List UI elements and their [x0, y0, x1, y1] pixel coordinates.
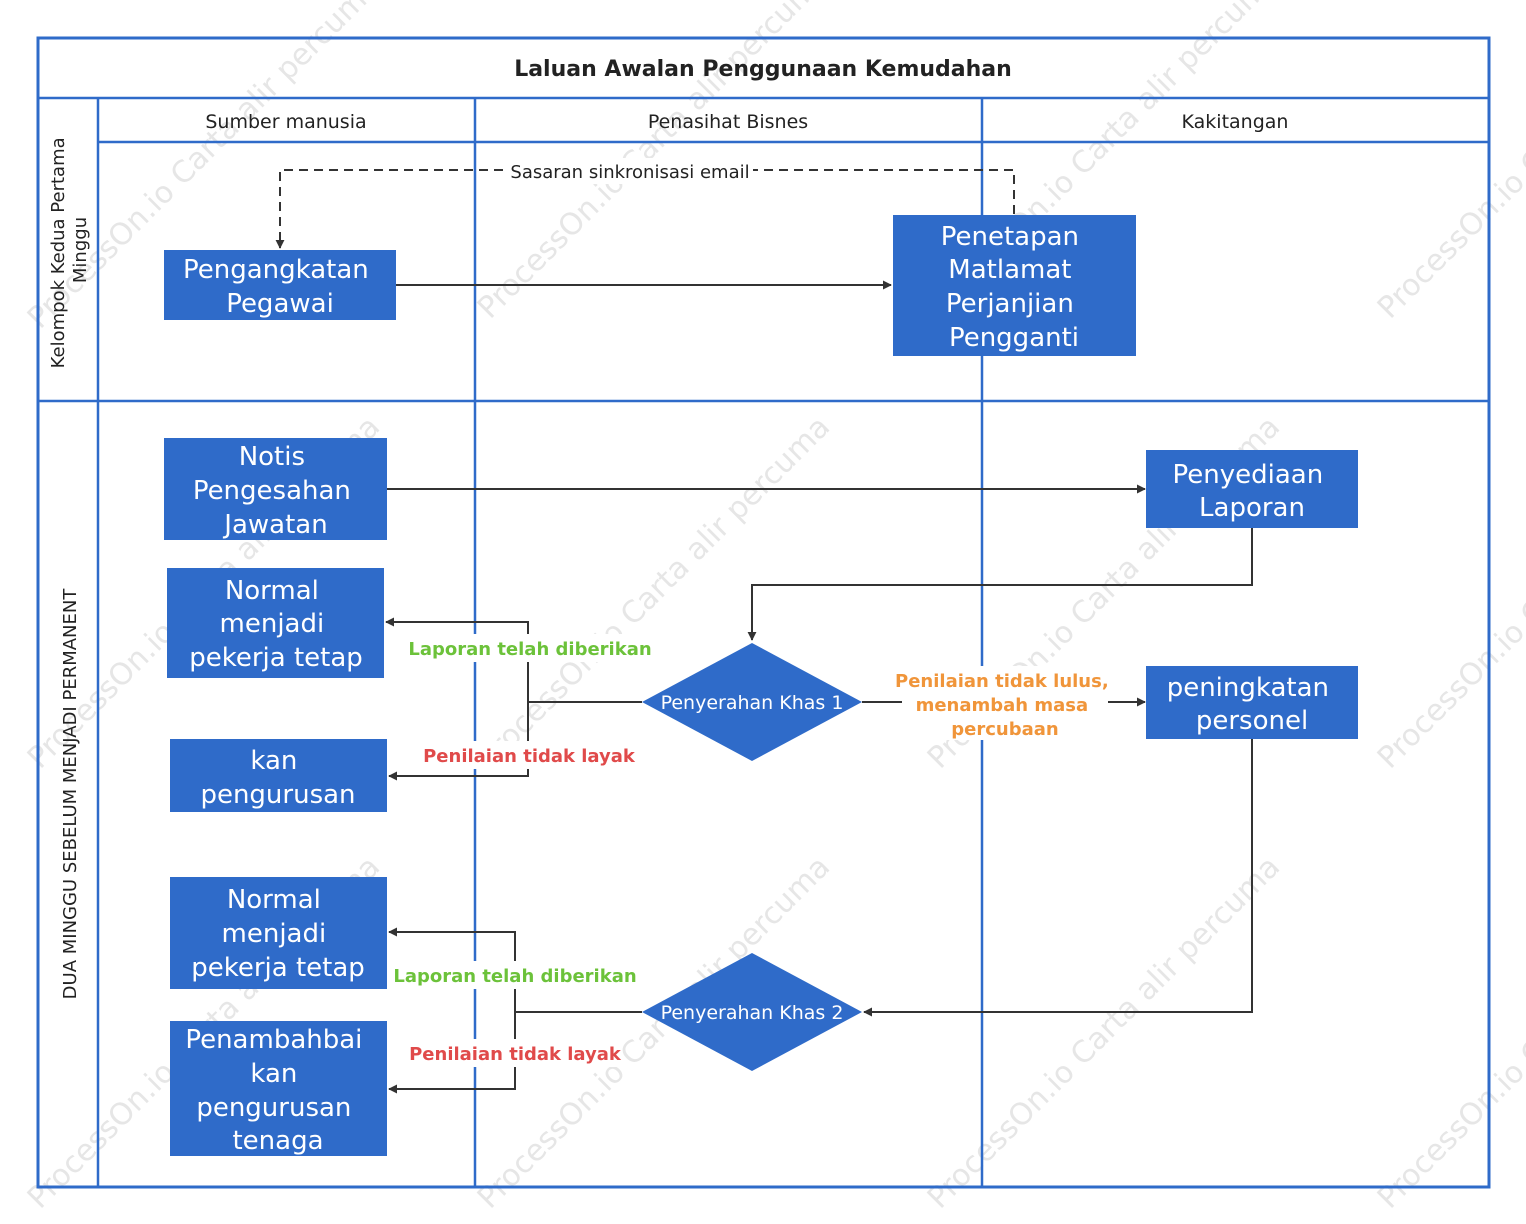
node-label: Normal menjadi pekerja tetap [191, 885, 365, 983]
row-header-week-1: Kelompok Kedua Pertama Minggu [48, 132, 91, 369]
node-label-line: kan [250, 1059, 297, 1089]
node-shape [893, 215, 1136, 356]
node-label: peningkatan personel [1167, 673, 1338, 736]
node-label-line: personel [1196, 706, 1308, 736]
edge-peningkatan-to-khas2 [863, 739, 1253, 1017]
node-label-line: Penetapan [941, 222, 1079, 252]
edge-label-line: Penilaian tidak lulus, [895, 671, 1109, 692]
node-shape [170, 739, 387, 812]
node-label-line: Normal [227, 885, 321, 915]
node-penambahbaikan-pengurusan[interactable]: Penambahbai kan pengurusan tenaga [170, 1021, 387, 1156]
row-header-line: Minggu [70, 217, 91, 283]
edge-label-sync-email: Sasaran sinkronisasi email [510, 162, 749, 183]
edge-label-bg [412, 1039, 618, 1067]
node-shape [167, 568, 384, 678]
watermark: ProcessOn.io Carta alir percuma [1371, 850, 1526, 1216]
node-label-line: Penambahbai [185, 1025, 362, 1055]
edge-label-bg [507, 158, 753, 184]
node-label: Notis Pengesahan Jawatan [193, 442, 359, 540]
node-label-line: Laporan [1199, 493, 1305, 523]
node-label-line: kan [250, 746, 297, 776]
node-label-line: Notis [239, 442, 305, 472]
node-label-line: Matlamat [948, 255, 1071, 285]
node-label-line: Penyediaan [1173, 460, 1324, 490]
node-shape [170, 877, 387, 989]
node-label-line: pekerja tetap [189, 643, 363, 673]
watermark: ProcessOn.io Carta alir percuma [1371, 0, 1526, 326]
node-shape [1146, 666, 1358, 739]
node-peningkatan-personel[interactable]: peningkatan personel [1146, 666, 1358, 739]
edge-label-line: menambah masa [916, 695, 1089, 716]
edge-label-tidak-lulus: Penilaian tidak lulus, menambah masa per… [895, 671, 1115, 740]
node-kan-pengurusan[interactable]: kan pengurusan [170, 739, 387, 812]
edge-label-line: percubaan [951, 719, 1058, 740]
node-label: kan pengurusan [200, 746, 355, 810]
lane-header-kakitangan: Kakitangan [1182, 111, 1289, 133]
lane-header-sumber-manusia: Sumber manusia [205, 111, 366, 133]
edge-khas2-to-penambah [388, 1012, 516, 1094]
watermark: ProcessOn.io Carta alir percuma [1371, 410, 1526, 776]
watermark: ProcessOn.io Carta alir percuma [921, 850, 1287, 1216]
node-shape [170, 1021, 387, 1156]
node-label-line: Pengganti [949, 323, 1079, 353]
edge-label-bg [902, 666, 1108, 740]
node-shape [164, 438, 387, 540]
node-label: Normal menjadi pekerja tetap [189, 576, 363, 673]
node-label-line: menjadi [222, 919, 327, 949]
diagram-title: Laluan Awalan Penggunaan Kemudahan [514, 57, 1012, 82]
row-header-line: Kelompok Kedua Pertama [48, 137, 69, 368]
node-notis-pengesahan[interactable]: Notis Pengesahan Jawatan [164, 438, 387, 540]
node-label-line: Pegawai [226, 289, 334, 319]
node-label-line: Perjanjian [946, 289, 1074, 319]
node-normal-pekerja-tetap-1[interactable]: Normal menjadi pekerja tetap [167, 568, 384, 678]
edge-label-bg [412, 634, 648, 662]
node-label-line: pekerja tetap [191, 953, 365, 983]
node-penyerahan-khas-1[interactable]: Penyerahan Khas 1 [642, 643, 862, 761]
node-label-line: Pengesahan [193, 476, 351, 506]
node-label-line: menjadi [220, 609, 325, 639]
decision-shape [642, 643, 862, 761]
node-label-line: Pengangkatan [183, 255, 369, 285]
edge-label-laporan-2: Laporan telah diberikan [393, 966, 636, 987]
decision-shape [642, 953, 862, 1071]
node-label-line: pengurusan [196, 1093, 351, 1123]
edge-label-tidak-layak-1: Penilaian tidak layak [423, 746, 636, 767]
node-penetapan-matlamat[interactable]: Penetapan Matlamat Perjanjian Pengganti [893, 215, 1136, 356]
pool-frame [36, 36, 1491, 1189]
node-label-line: Normal [225, 576, 319, 606]
lane-header-penasihat-bisnes: Penasihat Bisnes [648, 111, 808, 133]
node-label: Pengangkatan Pegawai [183, 255, 377, 319]
node-normal-pekerja-tetap-2[interactable]: Normal menjadi pekerja tetap [170, 877, 387, 989]
node-label-line: Jawatan [222, 510, 327, 540]
edge-label-tidak-layak-2: Penilaian tidak layak [409, 1044, 622, 1065]
node-shape [164, 250, 396, 320]
row-header-before-permanent: DUA MINGGU SEBELUM MENJADI PERMANENT [60, 588, 81, 1000]
decision-label: Penyerahan Khas 1 [661, 692, 844, 714]
node-shape [1146, 450, 1358, 528]
node-label-line: peningkatan [1167, 673, 1329, 703]
node-label: Penambahbai kan pengurusan tenaga [185, 1025, 370, 1156]
edge-khas1-to-kan [388, 702, 529, 781]
node-penyediaan-laporan[interactable]: Penyediaan Laporan [1146, 450, 1358, 528]
edge-penyediaan-to-khas1 [747, 528, 1253, 641]
node-pengangkatan-pegawai[interactable]: Pengangkatan Pegawai [164, 250, 396, 320]
node-label-line: pengurusan [200, 780, 355, 810]
edge-label-bg [426, 741, 632, 769]
node-penyerahan-khas-2[interactable]: Penyerahan Khas 2 [642, 953, 862, 1071]
node-label: Penyediaan Laporan [1173, 460, 1332, 523]
edge-label-laporan-1: Laporan telah diberikan [408, 639, 651, 660]
decision-label: Penyerahan Khas 2 [661, 1002, 844, 1024]
node-label: Penetapan Matlamat Perjanjian Pengganti [941, 222, 1088, 353]
edge-label-bg [396, 961, 634, 989]
node-label-line: tenaga [232, 1126, 323, 1156]
